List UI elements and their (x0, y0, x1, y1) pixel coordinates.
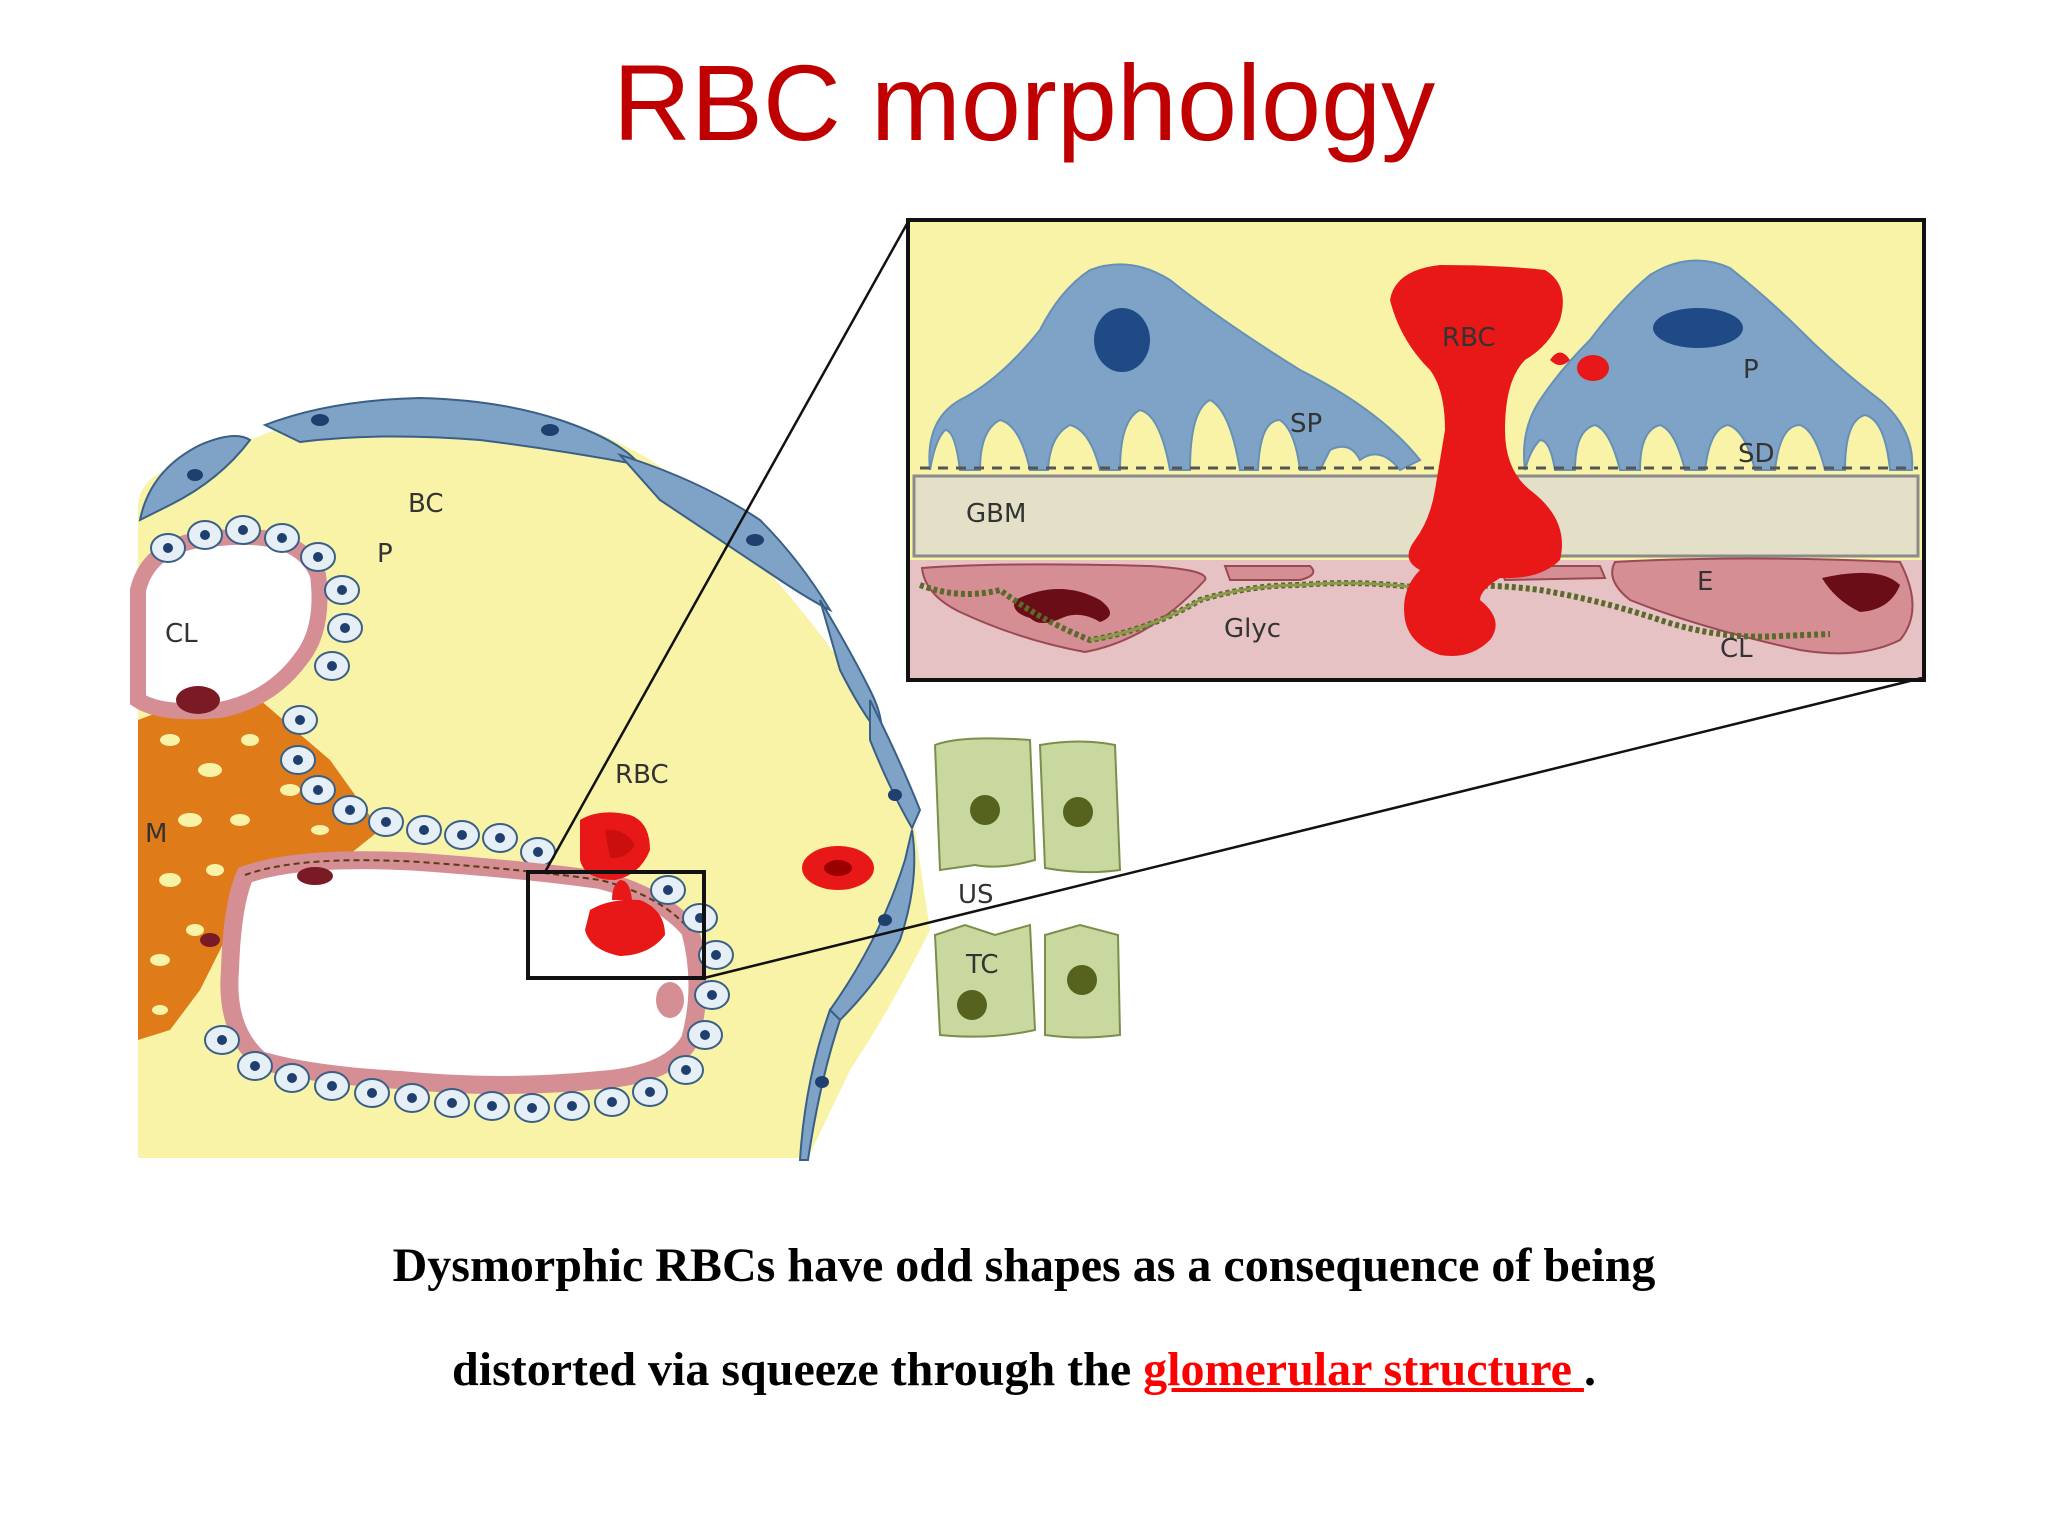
zoom-line-top (543, 221, 910, 873)
label-us: US (958, 880, 994, 910)
label-m: M (145, 819, 167, 849)
label-sp: SP (1290, 409, 1322, 439)
label-glyc: Glyc (1224, 614, 1281, 644)
zoom-line-bottom (703, 676, 1923, 980)
label-cl-left: CL (165, 619, 198, 649)
caption-line-2-prefix: distorted via squeeze through the (452, 1343, 1144, 1396)
label-e: E (1697, 567, 1713, 597)
label-p-left: P (377, 539, 393, 569)
label-rbc-inset: RBC (1442, 323, 1496, 353)
inset-panel (906, 218, 1926, 682)
label-rbc-main: RBC (615, 760, 669, 790)
glomerular-structure-link[interactable]: glomerular structure (1143, 1343, 1584, 1396)
label-p-inset: P (1743, 355, 1759, 385)
caption-line-2-suffix: . (1583, 1343, 1596, 1396)
label-sd: SD (1738, 439, 1775, 469)
caption-line-2: distorted via squeeze through the glomer… (0, 1342, 2048, 1397)
caption-line-1: Dysmorphic RBCs have odd shapes as a con… (392, 1239, 1656, 1292)
label-gbm: GBM (966, 499, 1026, 529)
label-cl-inset: CL (1720, 634, 1753, 664)
label-bc: BC (408, 489, 444, 519)
label-tc: TC (965, 950, 999, 980)
page-title: RBC morphology (612, 42, 1436, 163)
